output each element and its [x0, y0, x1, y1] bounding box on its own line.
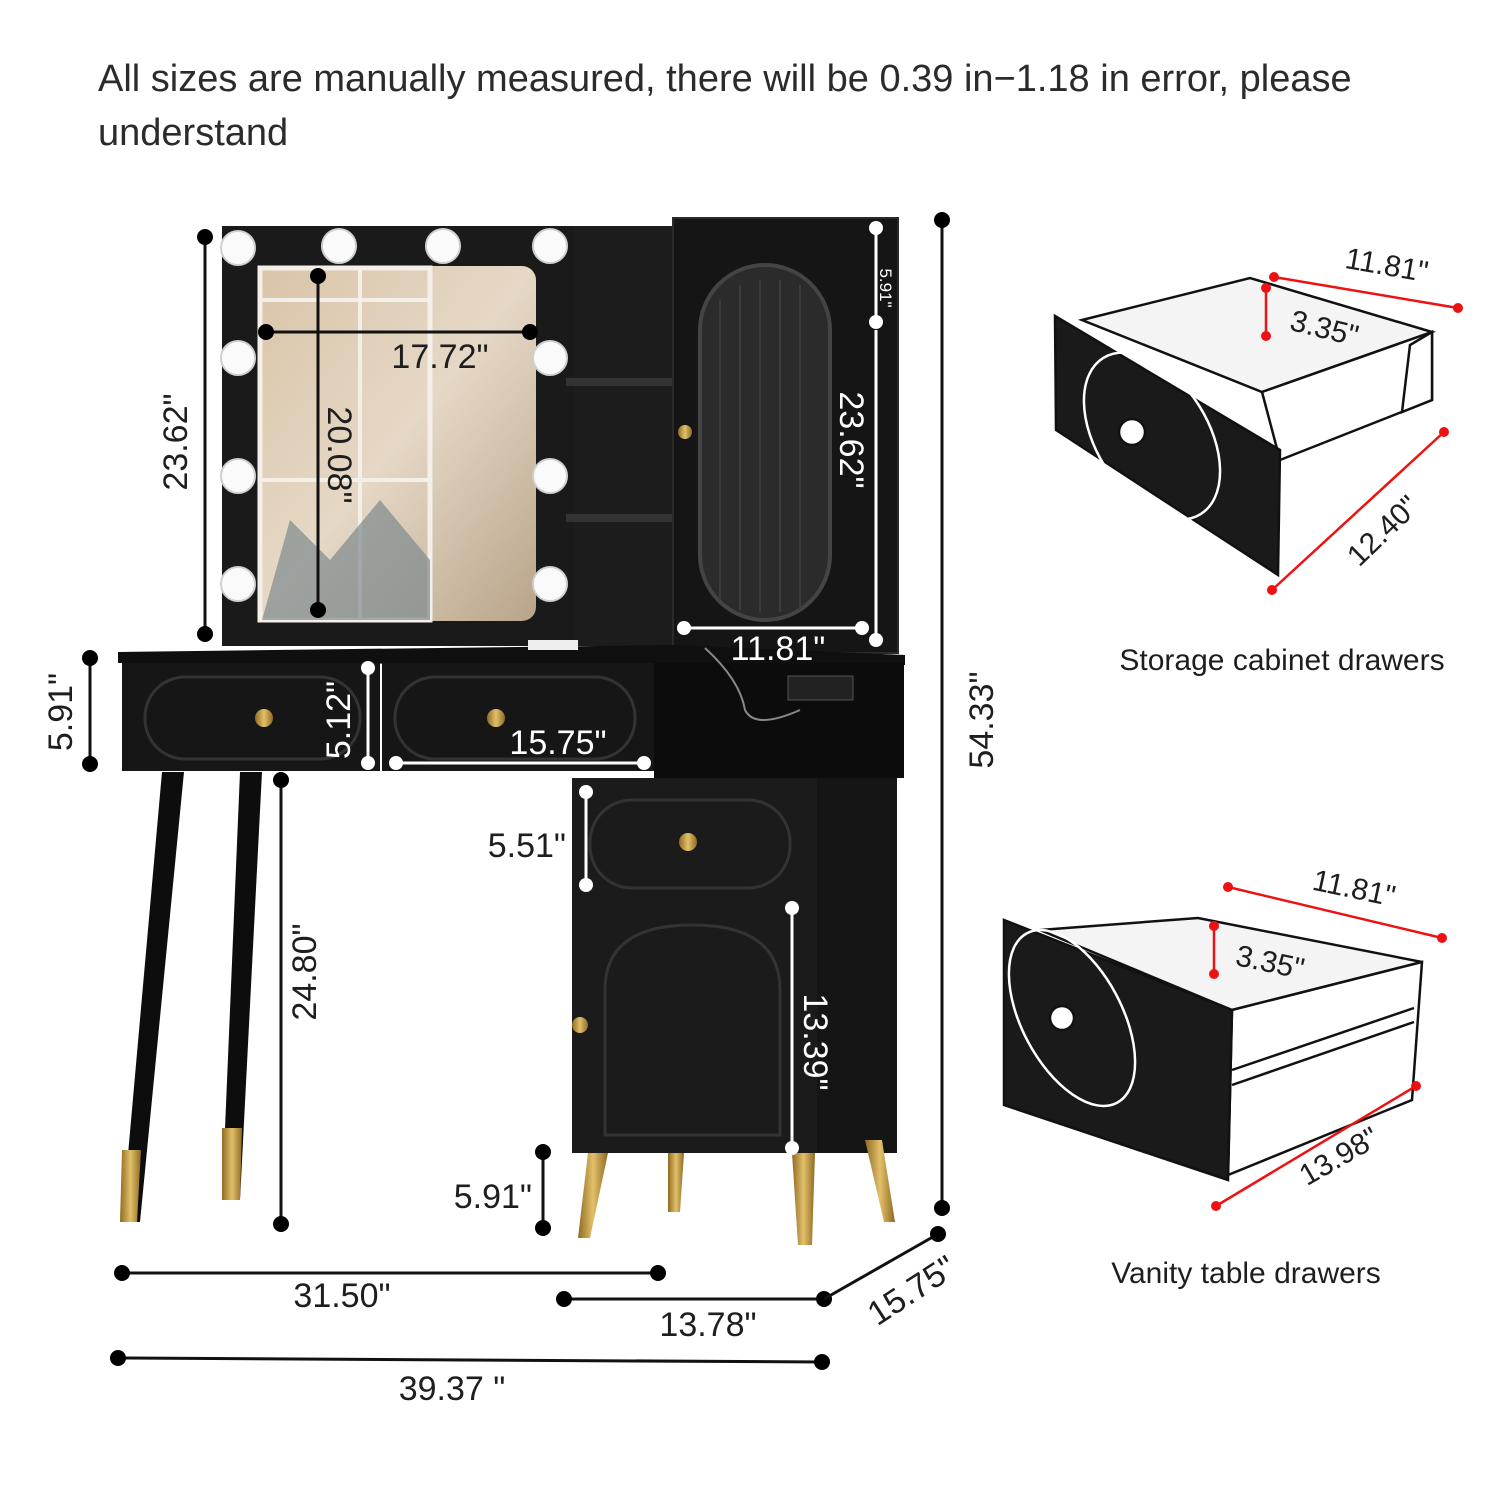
disclaimer-text: All sizes are manually measured, there w…: [98, 58, 1352, 154]
glass-door: [698, 263, 832, 622]
arched-door: [603, 923, 782, 1137]
mirror: [258, 266, 536, 621]
shelf-unit: [574, 226, 674, 646]
desk-drawer-right: [382, 663, 654, 771]
mirror-bulbs: [220, 228, 568, 602]
storage-drawer-caption: Storage cabinet drawers: [1119, 644, 1444, 677]
vanity-drawer-caption: Vanity table drawers: [1111, 1257, 1381, 1290]
dim-lower-drawer-height: 5.51": [488, 827, 566, 865]
dim-leg-height: 24.80": [286, 923, 324, 1020]
dim-cabinet-base-width: 13.78": [659, 1306, 756, 1344]
dim-cabinet-door-height: 23.62": [832, 391, 870, 488]
storage-drawer-front: [1053, 313, 1282, 578]
desk-leg-left: [122, 772, 184, 1222]
cabinet-knob: [678, 425, 692, 439]
vanity-drawer-diagram: [1002, 916, 1424, 1182]
storage-drawer-depth: 12.40": [1341, 490, 1426, 573]
dim-desk-drawer-height: 5.12": [320, 681, 358, 759]
dim-mirror-frame-height: 23.62": [157, 393, 195, 490]
dim-desk-width: 31.50": [293, 1277, 390, 1315]
dim-lower-door-height: 13.39": [796, 993, 834, 1090]
dim-total-height: 54.33": [963, 671, 1001, 768]
dim-depth: 15.75": [861, 1248, 963, 1333]
dim-cabinet-top-offset: 5.91": [876, 268, 895, 307]
storage-drawer-diagram: [1053, 276, 1437, 578]
dim-desk-drawer-height-left: 5.91": [42, 673, 80, 751]
desk-leg-right: [222, 772, 262, 1200]
vanity-drawer-front: [1002, 918, 1234, 1182]
power-outlet: [787, 675, 854, 701]
dim-total-width: 39.37 ": [399, 1370, 506, 1408]
dim-desk-drawer-width: 15.75": [509, 724, 606, 762]
dim-cabinet-width: 11.81": [731, 630, 826, 668]
dim-mirror-width: 17.72": [391, 338, 488, 376]
vanity-illustration: [118, 217, 905, 1245]
vanity-drawer-width: 11.81": [1310, 864, 1399, 914]
dim-mirror-height: 20.08": [320, 406, 358, 503]
lower-drawer: [588, 798, 792, 890]
dim-cabinet-leg-height: 5.91": [454, 1178, 532, 1216]
storage-drawer-width: 11.81": [1343, 242, 1431, 289]
